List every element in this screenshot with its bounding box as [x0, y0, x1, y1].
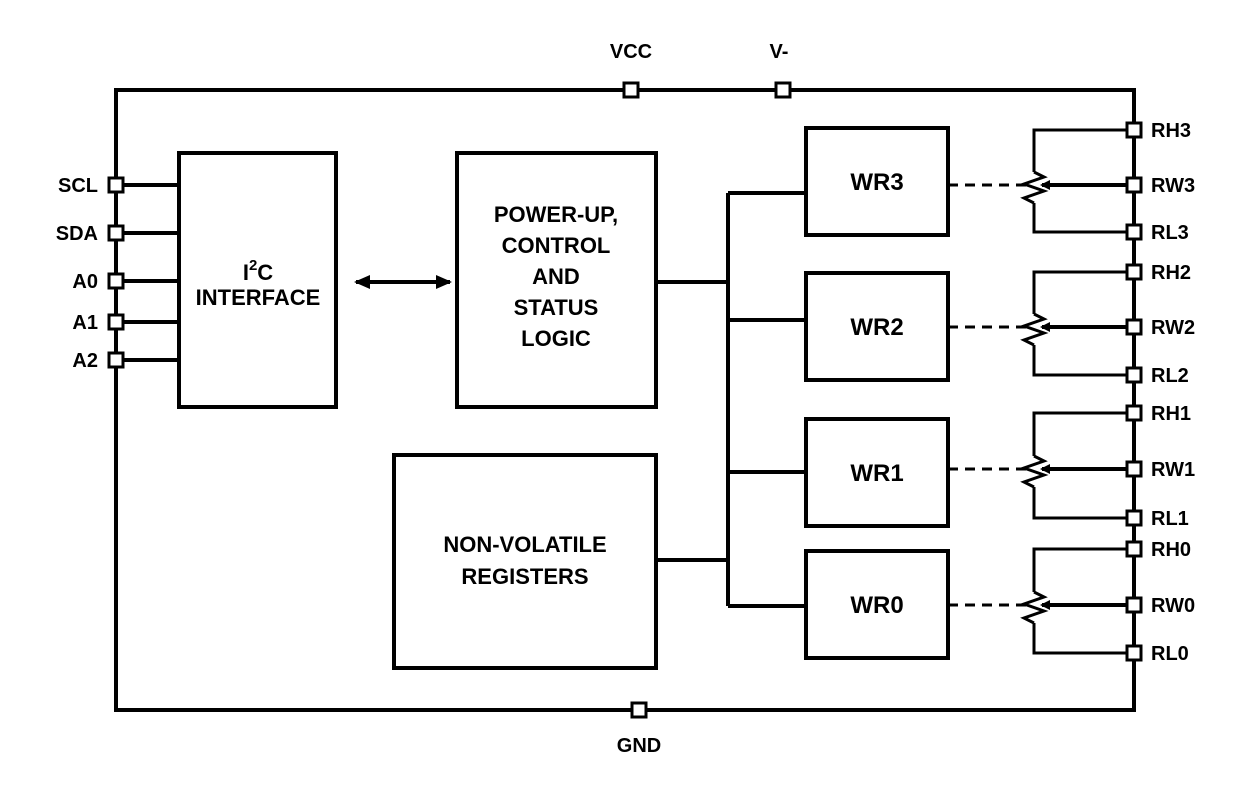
wr3-group: WR3 [804, 126, 950, 237]
a2-pin [107, 351, 125, 369]
pot0-rh-wire [1032, 547, 1134, 592]
pot3-rh-wire [1032, 128, 1134, 172]
pot1-resistor [1019, 454, 1049, 489]
rl3-pin [1125, 223, 1143, 241]
control-line: CONTROL [502, 233, 611, 258]
pot-channel-3: RH3 RW3 RL3 [948, 120, 1195, 244]
rh0-pin [1125, 540, 1143, 558]
rh1-pin [1125, 404, 1143, 422]
rw3-pin [1125, 176, 1143, 194]
pot3-rl-wire [1032, 203, 1134, 234]
i2c-interface-block [177, 151, 338, 409]
vcc-label: VCC [610, 41, 652, 63]
rw1-label: RW1 [1151, 459, 1195, 481]
rl0-pin [1125, 644, 1143, 662]
pot1-rl-wire [1032, 487, 1134, 520]
pot1-rh-wire [1032, 411, 1134, 456]
a1-label: A1 [72, 312, 98, 334]
left-pin-group: SCL SDA A0 A1 A2 [56, 175, 179, 372]
pot0-rl-wire [1032, 623, 1134, 655]
i2c-interface-label-line2: INTERFACE [196, 285, 321, 310]
pot0-resistor [1019, 590, 1049, 625]
pot3-resistor [1019, 170, 1049, 205]
control-logic-label: POWER-UP, CONTROL AND STATUS LOGIC [494, 202, 618, 351]
pot-channel-2: RH2 RW2 RL2 [948, 262, 1195, 387]
rh2-pin [1125, 263, 1143, 281]
vcc-pin [622, 81, 640, 99]
scl-pin [107, 176, 125, 194]
wr0-group: WR0 [804, 549, 950, 660]
rh3-pin [1125, 121, 1143, 139]
a2-label: A2 [72, 350, 98, 372]
wr3-block [804, 126, 950, 237]
rl1-pin [1125, 509, 1143, 527]
rw0-pin [1125, 596, 1143, 614]
pot-channel-0: RH0 RW0 RL0 [948, 539, 1195, 665]
control-logic-block [455, 151, 658, 409]
wr1-group: WR1 [804, 417, 950, 528]
rh1-label: RH1 [1151, 403, 1191, 425]
i2c-interface-label: I2C [243, 257, 273, 285]
rh2-label: RH2 [1151, 262, 1191, 284]
rw2-label: RW2 [1151, 317, 1195, 339]
control-line: LOGIC [521, 326, 591, 351]
rl2-pin [1125, 366, 1143, 384]
a0-label: A0 [72, 271, 98, 293]
rw0-label: RW0 [1151, 595, 1195, 617]
vneg-label: V- [770, 41, 789, 63]
control-line: POWER-UP, [494, 202, 618, 227]
nvreg-line: NON-VOLATILE [443, 532, 606, 557]
rl0-label: RL0 [1151, 643, 1189, 665]
scl-label: SCL [58, 175, 98, 197]
gnd-pin [630, 701, 648, 719]
pot2-resistor [1019, 312, 1049, 347]
rw1-pin [1125, 460, 1143, 478]
control-line: AND [532, 264, 580, 289]
wr1-block [804, 417, 950, 528]
wr3-label: WR3 [850, 169, 903, 196]
rl2-label: RL2 [1151, 365, 1189, 387]
wr2-block [804, 271, 950, 382]
rh0-label: RH0 [1151, 539, 1191, 561]
a0-pin [107, 272, 125, 290]
sda-pin [107, 224, 125, 242]
rl1-label: RL1 [1151, 508, 1189, 530]
rw2-pin [1125, 318, 1143, 336]
rw3-label: RW3 [1151, 175, 1195, 197]
wr0-label: WR0 [850, 592, 903, 619]
rl3-label: RL3 [1151, 222, 1189, 244]
wr2-group: WR2 [804, 271, 950, 382]
rh3-label: RH3 [1151, 120, 1191, 142]
wr1-label: WR1 [850, 460, 903, 487]
a1-pin [107, 313, 125, 331]
pot2-rh-wire [1032, 270, 1134, 314]
pot2-rl-wire [1032, 345, 1134, 377]
nvreg-line: REGISTERS [461, 564, 588, 589]
gnd-label: GND [617, 735, 661, 757]
pot-channel-1: RH1 RW1 RL1 [948, 403, 1195, 530]
wr2-label: WR2 [850, 314, 903, 341]
sda-label: SDA [56, 223, 98, 245]
vneg-pin [774, 81, 792, 99]
nonvolatile-registers-block [392, 453, 658, 670]
control-line: STATUS [514, 295, 599, 320]
